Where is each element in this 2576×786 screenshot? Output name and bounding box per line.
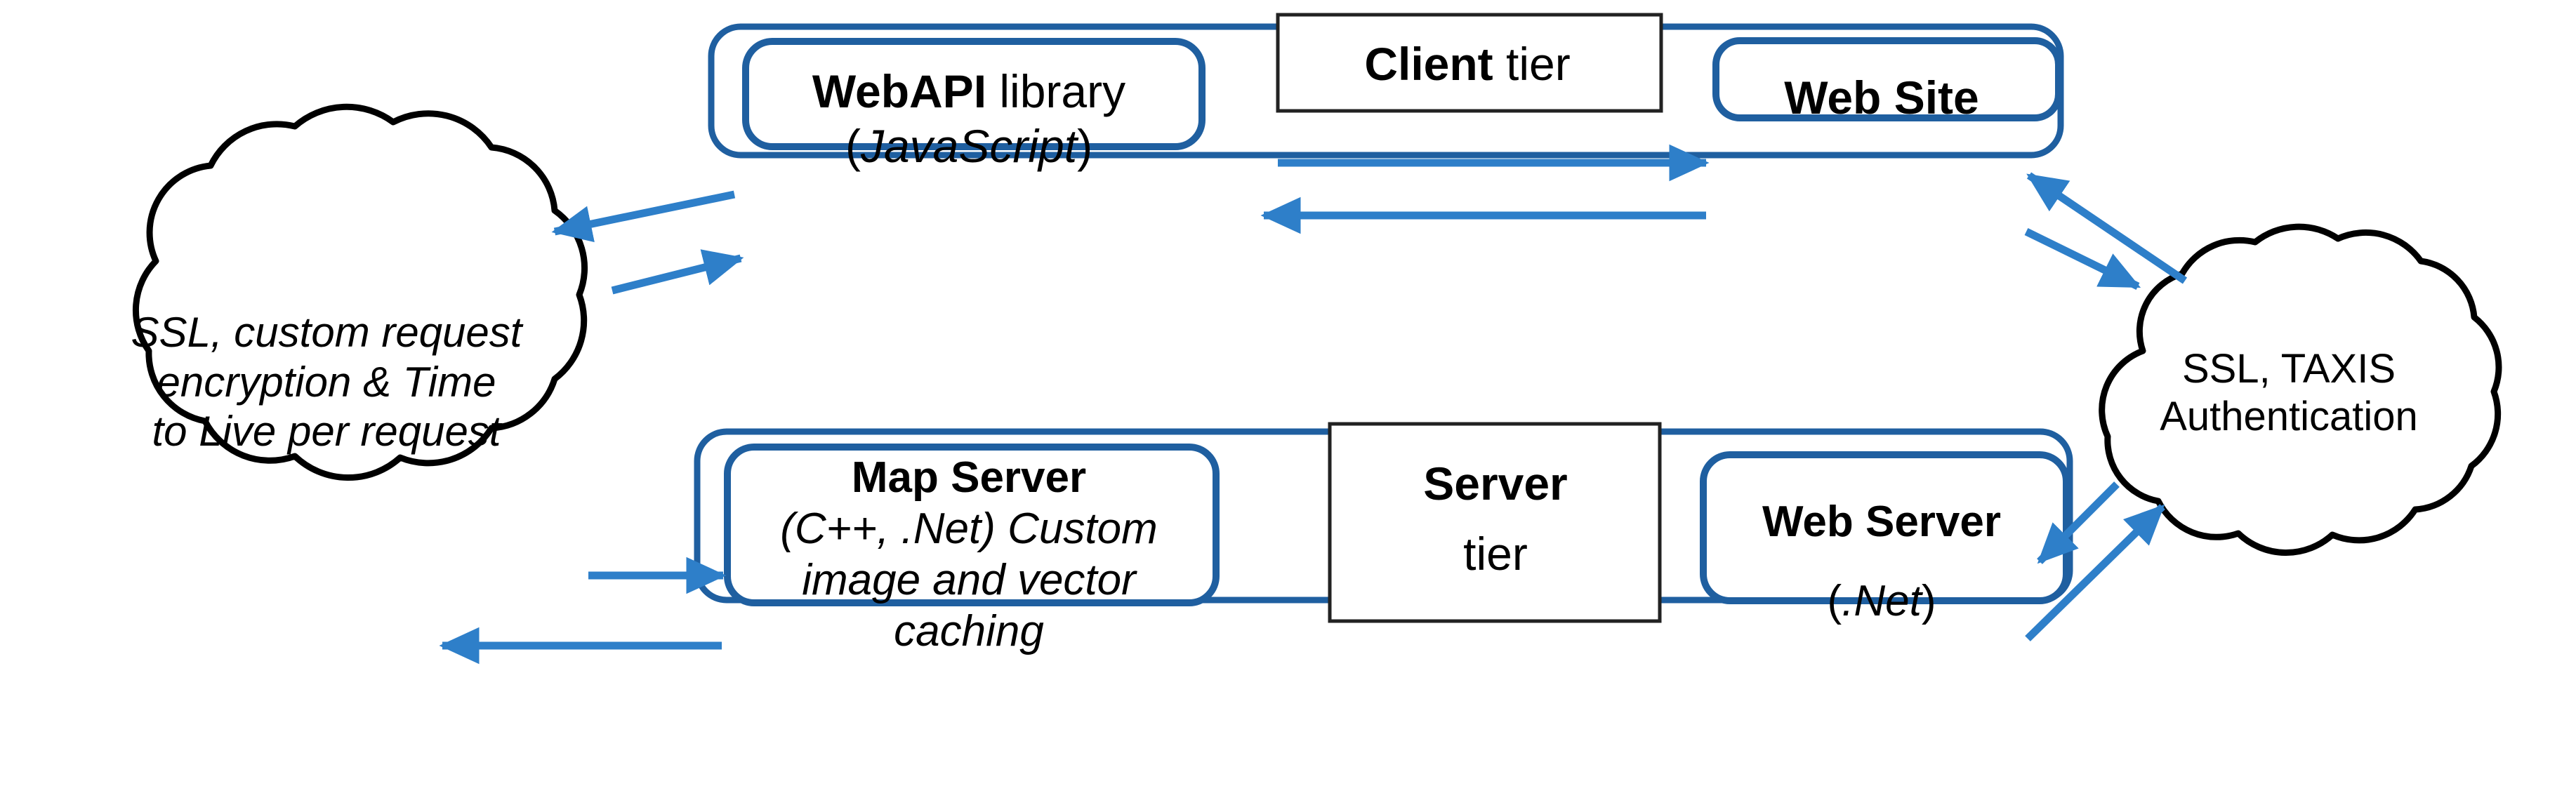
webapi-library-box[interactable] bbox=[742, 38, 1206, 150]
connector-webapi-to-leftcloud bbox=[551, 190, 736, 243]
web-site-box[interactable] bbox=[1712, 37, 2062, 121]
connector-rightcloud-to-website bbox=[2026, 172, 2188, 284]
map-server-box[interactable] bbox=[724, 444, 1220, 606]
connector-webserver-to-rightcloud bbox=[2025, 504, 2165, 641]
connector-leftcloud-to-webapi bbox=[611, 249, 744, 295]
client-tier-plate bbox=[1276, 13, 1663, 113]
connector-rightcloud-to-webserver bbox=[2037, 481, 2120, 564]
connector-website-to-rightcloud bbox=[2024, 228, 2141, 290]
left-cloud-shape bbox=[133, 103, 588, 481]
web-server-box[interactable] bbox=[1700, 451, 2070, 604]
server-tier-plate bbox=[1328, 422, 1662, 623]
right-cloud-shape bbox=[2099, 223, 2502, 556]
